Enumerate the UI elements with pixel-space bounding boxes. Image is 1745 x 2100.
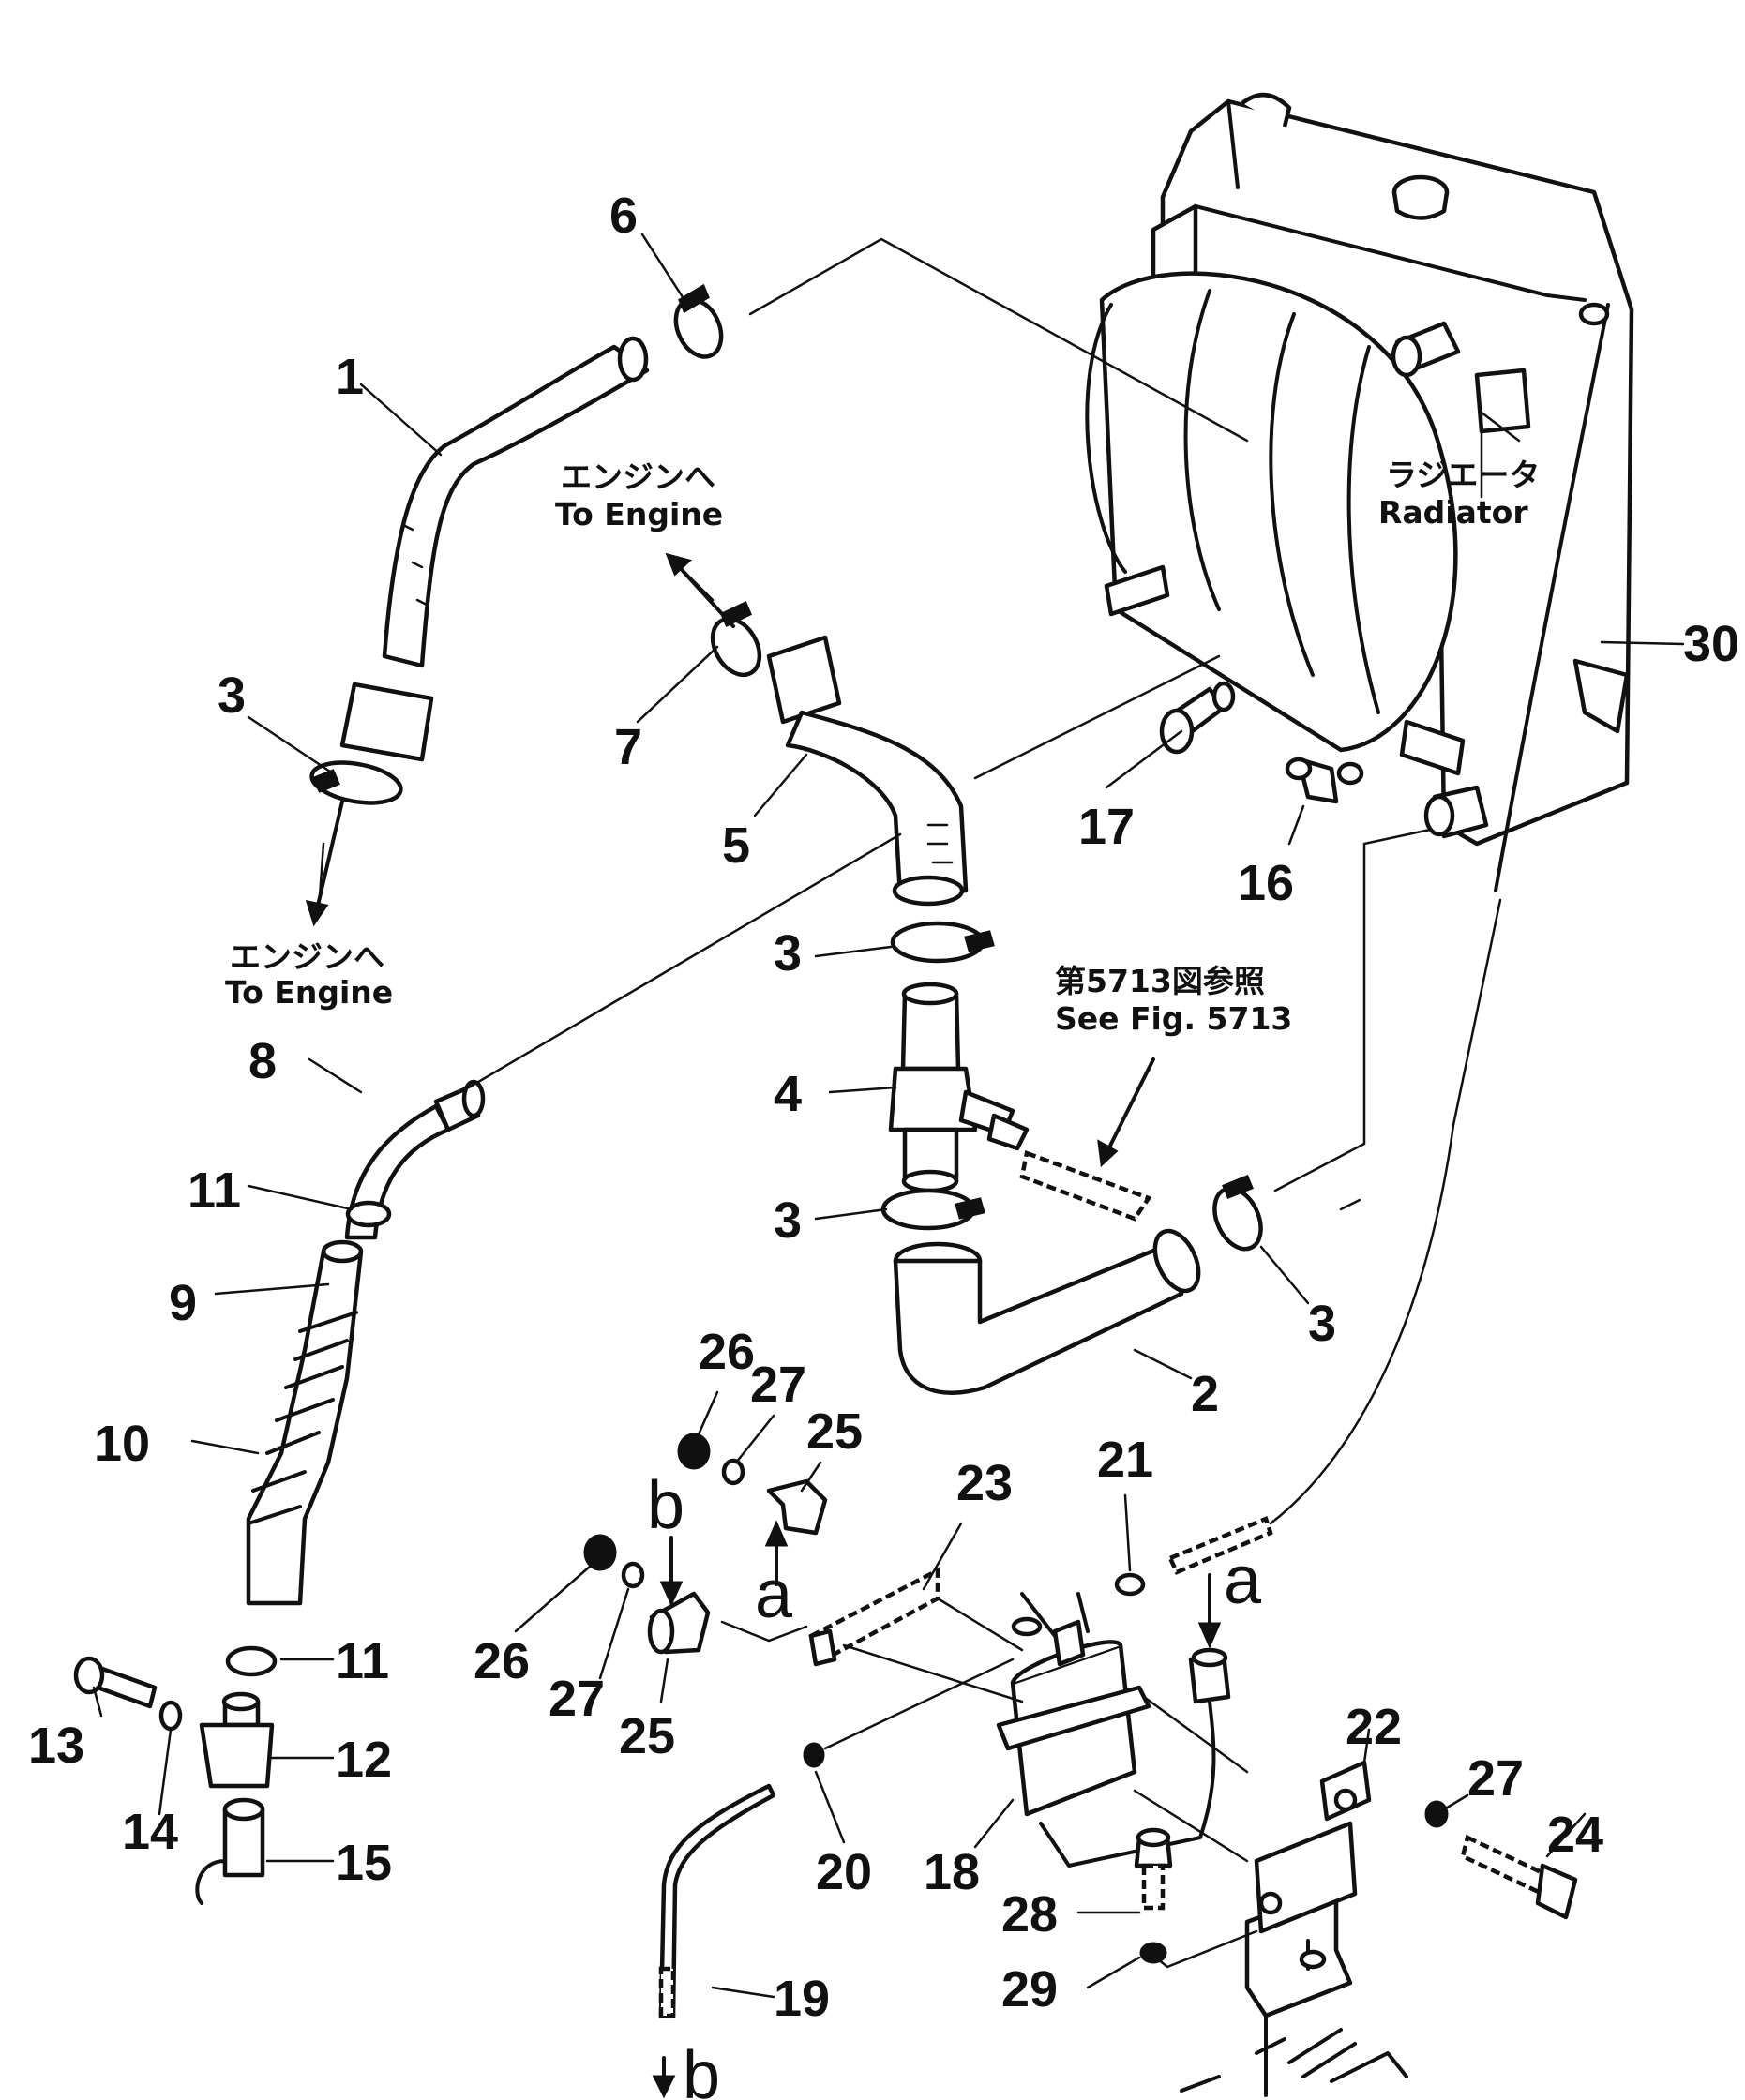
upper-hose-1	[339, 336, 650, 762]
nut-icon	[583, 1534, 617, 1571]
ref-letter-a: a	[755, 1557, 793, 1632]
callout-16: 16	[1238, 855, 1294, 911]
callout-26: 26	[474, 1633, 530, 1689]
callout-21: 21	[1097, 1432, 1153, 1488]
reserve-tank-icon	[996, 1592, 1151, 1817]
callout-4: 4	[774, 1066, 802, 1122]
hose-clamp-icon	[225, 1645, 278, 1677]
callout-leaders	[92, 232, 1685, 1999]
callout-27: 27	[549, 1671, 605, 1727]
elbow-16	[1285, 757, 1364, 804]
clip-25-upper	[766, 1478, 828, 1536]
bolt-icon	[1134, 1827, 1173, 1911]
callout-25: 25	[619, 1708, 675, 1764]
callout-9: 9	[169, 1275, 197, 1331]
callout-25: 25	[806, 1403, 863, 1460]
washer-icon	[621, 1561, 645, 1589]
callout-1: 1	[336, 349, 364, 405]
callout-2: 2	[1191, 1366, 1219, 1422]
callout-23: 23	[956, 1455, 1013, 1511]
connector-12	[199, 1691, 275, 1789]
radiator-label-jp: ラジエータ	[1386, 457, 1540, 493]
callout-11: 11	[188, 1162, 241, 1219]
callout-18: 18	[924, 1844, 980, 1900]
to-engine-label-en: To Engine	[555, 496, 723, 532]
see-fig-leader	[1105, 1058, 1155, 1155]
hose-clamp-icon	[710, 616, 762, 678]
drain-hose	[1019, 1149, 1152, 1222]
drain-hose-9-10	[246, 1239, 364, 1606]
leader-connection-lines	[317, 237, 1502, 1969]
callout-19: 19	[774, 1971, 830, 2027]
drain-cock-17	[1159, 681, 1236, 755]
callout-3: 3	[1308, 1296, 1336, 1352]
radiator-icon	[1085, 93, 1634, 892]
ref-arrows	[652, 1520, 1222, 2099]
ref-letter-b: b	[647, 1468, 684, 1543]
to-engine-label-jp: エンジンへ	[561, 458, 715, 495]
callout-12: 12	[336, 1732, 392, 1788]
callout-8: 8	[248, 1033, 277, 1089]
callout-3: 3	[774, 925, 802, 982]
callout-3: 3	[218, 668, 246, 724]
bolt-icon	[1460, 1834, 1578, 1920]
upper-hose-5	[766, 635, 969, 907]
callout-29: 29	[1001, 1961, 1058, 2018]
callout-7: 7	[614, 719, 642, 775]
to-engine-label-jp: エンジンへ	[230, 938, 384, 975]
callout-14: 14	[122, 1804, 178, 1860]
hose-clamp-icon	[345, 1200, 392, 1228]
callout-6: 6	[609, 188, 638, 244]
callout-30: 30	[1683, 616, 1739, 672]
callout-27: 27	[750, 1357, 806, 1413]
callout-27: 27	[1467, 1750, 1524, 1807]
ref-letter-b: b	[683, 2038, 720, 2100]
washer-icon	[1139, 1942, 1167, 1964]
callout-5: 5	[722, 818, 750, 874]
bracket-22	[1244, 1760, 1372, 2018]
clip-21	[1114, 1572, 1146, 1597]
lower-hose-2	[893, 1228, 1201, 1395]
callout-3: 3	[774, 1192, 802, 1249]
callout-22: 22	[1346, 1699, 1402, 1755]
callout-11: 11	[336, 1633, 389, 1689]
fitting-15	[195, 1797, 265, 1905]
arrow-icon	[305, 552, 735, 927]
callout-15: 15	[336, 1835, 392, 1891]
washer-icon	[158, 1700, 183, 1732]
radiator-label-en: Radiator	[1378, 494, 1528, 531]
callout-26: 26	[699, 1324, 755, 1380]
ref-letter-a: a	[1224, 1543, 1262, 1618]
to-engine-label-en: To Engine	[225, 974, 393, 1011]
washer-icon	[803, 1742, 825, 1768]
hose-19	[658, 1783, 776, 2018]
callout-10: 10	[94, 1416, 150, 1472]
washer-icon	[721, 1458, 745, 1486]
callout-28: 28	[1001, 1886, 1058, 1942]
nut-icon	[677, 1432, 711, 1470]
bolt-icon	[73, 1656, 158, 1709]
tee-fitting-4	[888, 982, 1030, 1193]
callout-17: 17	[1078, 799, 1135, 855]
overflow-hose	[1166, 1516, 1273, 1575]
washer-icon	[1424, 1800, 1449, 1828]
callout-13: 13	[28, 1718, 84, 1774]
see-fig-label-en: See Fig. 5713	[1055, 1000, 1292, 1037]
see-fig-label-jp: 第5713図参照	[1055, 963, 1265, 999]
callout-24: 24	[1547, 1807, 1603, 1863]
callout-20: 20	[816, 1844, 872, 1900]
